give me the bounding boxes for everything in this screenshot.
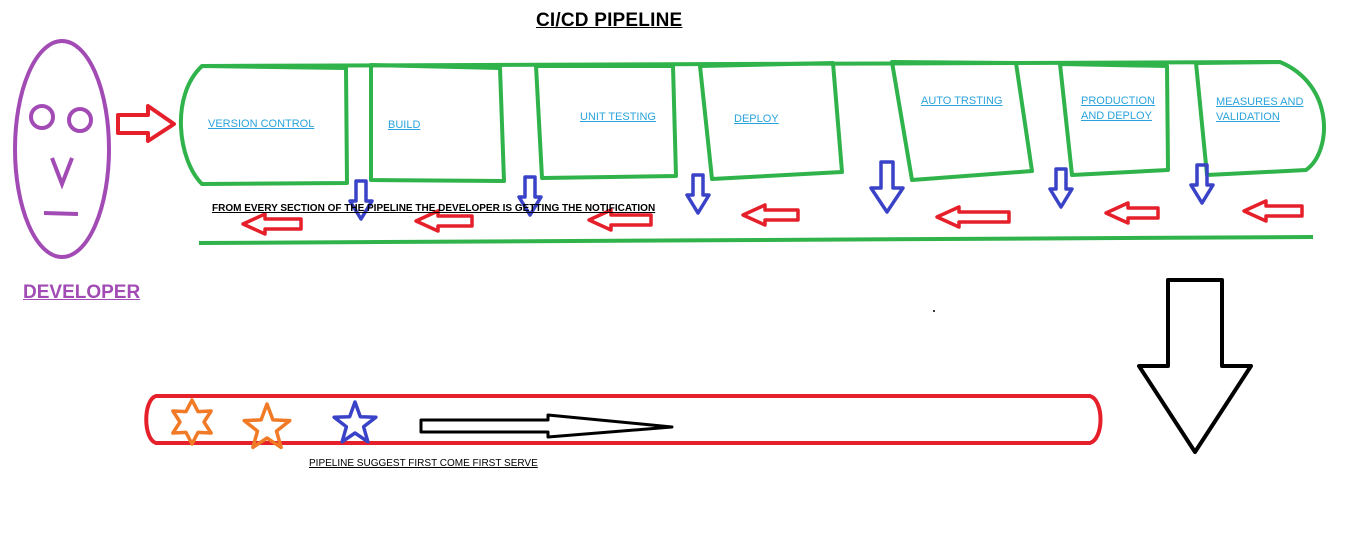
star-icon (332, 400, 378, 444)
stray-dot (933, 310, 935, 312)
stage-label-auto-testing: AUTO TRSTING (921, 95, 1003, 107)
left-arrow (935, 205, 1011, 229)
page-title: CI/CD PIPELINE (536, 10, 683, 31)
star-icon (242, 402, 292, 450)
left-arrow (741, 203, 800, 227)
developer-face-icon (13, 39, 111, 259)
stage-box-auto-testing (890, 60, 1034, 182)
pipeline-to-queue-arrow (1137, 278, 1253, 454)
stage-notification-arrows (348, 160, 1215, 221)
queue-caption: PIPELINE SUGGEST FIRST COME FIRST SERVE (309, 458, 538, 469)
stage-label-unit-testing: UNIT TESTING (580, 111, 656, 123)
pipeline-stages (179, 60, 1326, 245)
down-arrow (1189, 163, 1215, 205)
stage-label-build: BUILD (388, 119, 421, 131)
stage-box-version-control (179, 64, 349, 186)
queue-flow-arrow (419, 413, 674, 439)
left-arrow (241, 212, 303, 236)
stage-label-measures: MEASURES AND VALIDATION (1216, 96, 1304, 123)
pipeline-top-rail (201, 60, 1281, 68)
stage-box-production (1058, 62, 1170, 177)
left-arrow (587, 208, 653, 232)
stage-label-production: PRODUCTION AND DEPLOY (1081, 95, 1155, 122)
down-arrow (685, 173, 711, 215)
pipeline-bottom-rail (198, 235, 1314, 245)
down-arrow (869, 160, 905, 214)
left-arrow (1104, 201, 1160, 225)
notification-note: FROM EVERY SECTION OF THE PIPELINE THE D… (212, 203, 656, 214)
down-arrow (517, 175, 543, 217)
down-arrow (348, 179, 374, 221)
stage-label-version-control: VERSION CONTROL (208, 118, 315, 130)
left-arrow (414, 209, 474, 233)
stage-label-deploy: DEPLOY (734, 113, 779, 125)
left-arrow (1242, 199, 1304, 223)
developer-notification-arrows (241, 199, 1304, 236)
queue-capsule (144, 394, 1103, 445)
down-arrow (1048, 167, 1074, 209)
star-icon (171, 398, 213, 446)
developer-label: DEVELOPER (23, 282, 141, 303)
developer-to-pipeline-arrow (116, 104, 176, 143)
stage-box-measures (1194, 60, 1326, 177)
